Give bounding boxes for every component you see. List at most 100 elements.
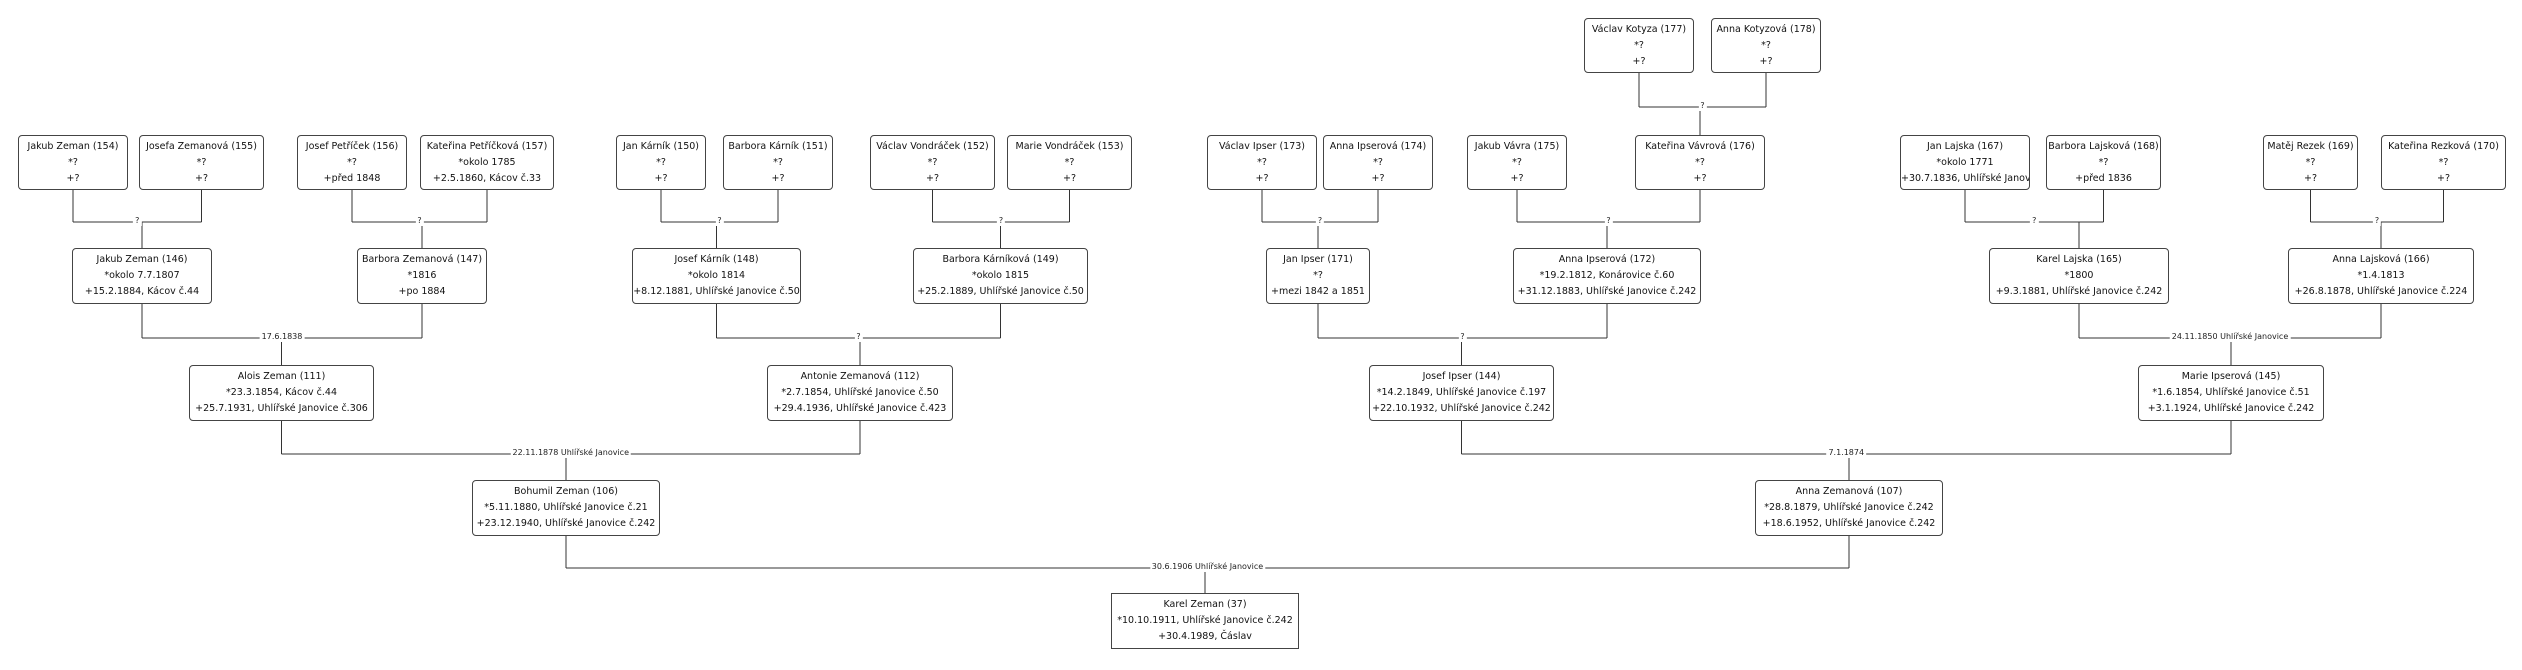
person-birth: *14.2.1849, Uhlířské Janovice č.197 [1376,387,1547,398]
person-name: Kateřina Petříčková (157) [426,141,548,152]
marriage-label: ? [415,216,424,226]
marriage-label: ? [1698,101,1707,111]
person-card-p175[interactable]: Jakub Vávra (175)*?+? [1467,135,1567,190]
person-death: +? [2303,173,2317,184]
person-card-p153[interactable]: Marie Vondráček (153) *? +? [1007,135,1132,190]
person-birth: *? [927,157,938,168]
marriage-label: 30.6.1906 Uhlířské Janovice [1149,562,1266,572]
person-card-p178[interactable]: Anna Kotyzová (178) *? +? [1711,18,1821,73]
person-birth: *? [656,157,666,168]
person-name: Alois Zeman (111) [237,371,326,382]
person-birth: *? [1634,40,1644,51]
person-birth: *? [1313,270,1323,281]
person-birth: *? [1512,157,1522,168]
person-name: Matěj Rezek (169) [2267,141,2354,152]
person-card-p167[interactable]: Jan Lajska (167)*okolo 1771+30.7.1836, U… [1900,135,2030,190]
person-card-p176[interactable]: Kateřina Vávrová (176)*?+? [1635,135,1765,190]
person-name: Josef Ipser (144) [1422,371,1501,382]
person-card-p151[interactable]: Barbora Kárník (151)*?+? [723,135,833,190]
person-card-p177[interactable]: Václav Kotyza (177)*?+? [1584,18,1694,73]
person-card-p112[interactable]: Antonie Zemanová (112) *2.7.1854, Uhlířsk… [767,365,953,421]
person-name: Josef Kárník (148) [674,254,759,265]
person-name: Marie Ipserová (145) [2181,371,2281,382]
person-name: Václav Ipser (173) [1218,141,1305,152]
person-card-p152[interactable]: Václav Vondráček (152)*?+? [870,135,995,190]
person-death: +18.6.1952, Uhlířské Janovice č.242 [1762,518,1936,529]
person-card-p154[interactable]: Jakub Zeman (154)*?+? [18,135,128,190]
person-card-p144[interactable]: Josef Ipser (144) *14.2.1849, Uhlířské Ja… [1369,365,1554,421]
person-name: Jan Ipser (171) [1283,254,1353,265]
person-birth: *2.7.1854, Uhlířské Janovice č.50 [781,387,939,398]
person-birth: *okolo 1771 [1936,157,1994,168]
person-card-p155[interactable]: Josefa Zemanová (155)*?+? [139,135,264,190]
person-death: +8.12.1881, Uhlířské Janovice č.50 [633,286,800,297]
person-death: +? [1371,173,1385,184]
person-card-p146[interactable]: Jakub Zeman (146)*okolo 7.7.1807+15.2.18… [72,248,212,304]
person-card-p148[interactable]: Josef Kárník (148)*okolo 1814+8.12.1881,… [632,248,801,304]
person-card-p111[interactable]: Alois Zeman (111)*23.3.1854, Kácov č.44+… [189,365,374,421]
person-birth: *okolo 1785 [458,157,516,168]
person-birth: *? [68,157,78,168]
person-death: +? [925,173,939,184]
marriage-label: ? [1315,216,1325,226]
person-card-p172[interactable]: Anna Ipserová (172)*19.2.1812, Konárovic… [1513,248,1701,304]
person-card-p149[interactable]: Barbora Kárníková (149)*okolo 1815+25.2.… [913,248,1088,304]
person-name: Jakub Zeman (146) [96,254,188,265]
person-name: Karel Lajska (165) [2036,254,2122,265]
person-birth: *1.4.1813 [2357,270,2405,281]
person-name: Anna Kotyzová (178) [1716,24,1816,35]
person-death: +30.7.1836, Uhlířské Janovice č.197 [1901,173,2029,184]
person-name: Anna Zemanová (107) [1795,486,1903,497]
person-birth: *? [1761,40,1771,51]
person-death: +? [1255,173,1269,184]
person-name: Josefa Zemanová (155) [146,141,257,152]
person-death: +po 1884 [398,286,446,297]
person-birth: *? [1257,157,1267,168]
person-card-p168[interactable]: Barbora Lajsková (168)*?+před 1836 [2046,135,2161,190]
person-death: +? [771,173,785,184]
person-name: Marie Vondráček (153) [1015,141,1124,152]
person-card-p147[interactable]: Barbora Zemanová (147)*1816+po 1884 [357,248,487,304]
marriage-label: 22.11.1878 Uhlířské Janovice [510,448,631,458]
person-card-p107[interactable]: Anna Zemanová (107) *28.8.1879, Uhlířské … [1755,480,1943,536]
person-card-p145[interactable]: Marie Ipserová (145)*1.6.1854, Uhlířské … [2138,365,2324,421]
person-name: Jan Kárník (150) [622,141,699,152]
person-birth: *okolo 1815 [971,270,1030,281]
person-card-p150[interactable]: Jan Kárník (150)*?+? [616,135,706,190]
person-name: Barbora Zemanová (147) [361,254,483,265]
person-death: +? [1759,56,1773,67]
person-birth: *28.8.1879, Uhlířské Janovice č.242 [1764,502,1934,513]
person-card-p173[interactable]: Václav Ipser (173) *? +? [1207,135,1317,190]
marriage-label: 7.1.1874 [1826,448,1867,458]
person-birth: *? [1064,157,1075,168]
person-card-p37[interactable]: Karel Zeman (37)*10.10.1911, Uhlířské Ja… [1111,593,1299,649]
person-name: Anna Ipserová (172) [1558,254,1656,265]
person-death: +25.7.1931, Uhlířské Janovice č.306 [195,403,368,414]
person-birth: *10.10.1911, Uhlířské Janovice č.242 [1117,615,1293,626]
person-card-p165[interactable]: Karel Lajska (165)*1800+9.3.1881, Uhlířs… [1989,248,2169,304]
person-death: +30.4.1989, Čáslav [1158,631,1252,642]
person-death: +25.2.1889, Uhlířské Janovice č.50 [917,286,1084,297]
person-death: +mezi 1842 a 1851 [1271,286,1365,297]
person-card-p106[interactable]: Bohumil Zeman (106)*5.11.1880, Uhlířské … [472,480,660,536]
person-name: Barbora Lajsková (168) [2048,141,2159,152]
person-card-p156[interactable]: Josef Petříček (156)*?+před 1848 [297,135,407,190]
person-name: Bohumil Zeman (106) [514,486,618,497]
person-death: +? [1062,173,1076,184]
person-death: +? [1632,56,1646,67]
person-name: Antonie Zemanová (112) [800,371,920,382]
person-card-p157[interactable]: Kateřina Petříčková (157)*okolo 1785+2.5… [420,135,554,190]
person-name: Jakub Vávra (175) [1474,141,1560,152]
person-name: Kateřina Vávrová (176) [1645,141,1755,152]
person-birth: *? [2098,157,2109,168]
person-card-p171[interactable]: Jan Ipser (171) *? +mezi 1842 a 1851 [1266,248,1370,304]
person-birth: *? [1373,157,1383,168]
person-card-p166[interactable]: Anna Lajsková (166)*1.4.1813+26.8.1878, … [2288,248,2474,304]
person-card-p169[interactable]: Matěj Rezek (169)*?+? [2263,135,2358,190]
person-birth: *? [347,157,357,168]
person-card-p174[interactable]: Anna Ipserová (174)*?+? [1323,135,1433,190]
person-death: +26.8.1878, Uhlířské Janovice č.224 [2294,286,2468,297]
person-death: +? [66,173,80,184]
person-card-p170[interactable]: Kateřina Rezková (170)*?+? [2381,135,2506,190]
person-birth: *okolo 7.7.1807 [104,270,180,281]
